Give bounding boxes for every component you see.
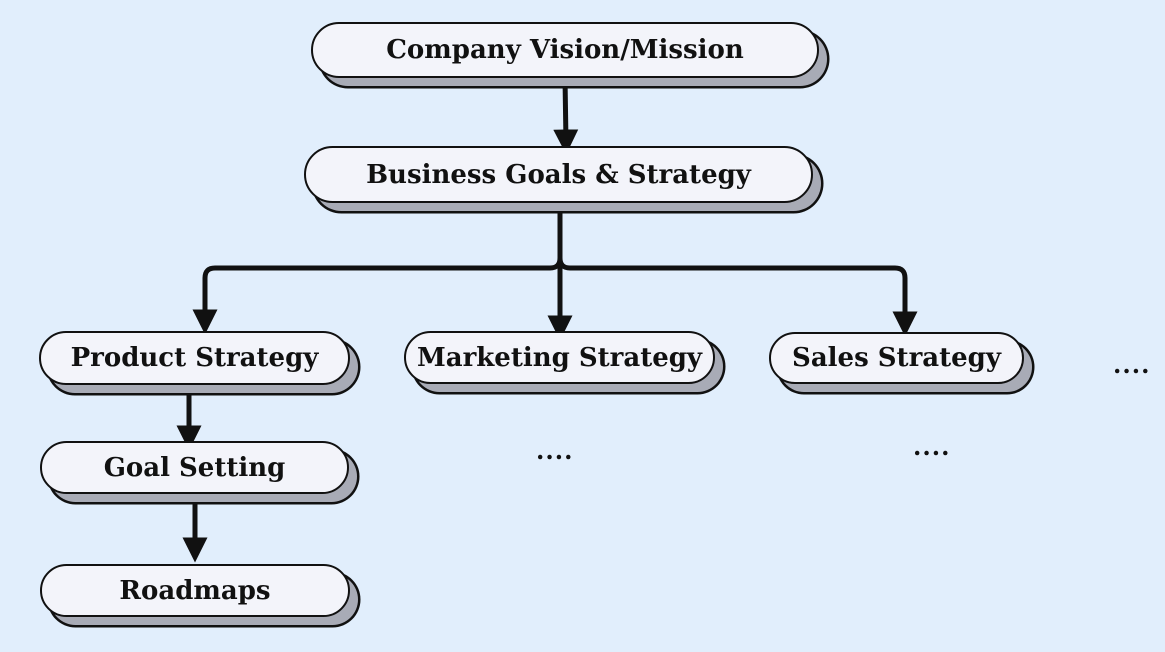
node-company-vision: Company Vision/Mission	[311, 22, 819, 78]
node-goal-setting: Goal Setting	[40, 441, 349, 494]
arrow-vision-to-business	[553, 77, 579, 155]
ellipsis-under-sales: ....	[913, 432, 951, 461]
node-roadmaps: Roadmaps	[40, 564, 350, 617]
connector-business-branch	[192, 203, 563, 335]
ellipsis-right: ....	[1113, 350, 1151, 379]
node-product-strategy: Product Strategy	[39, 331, 350, 385]
node-sales-strategy: Sales Strategy	[769, 332, 1024, 384]
node-business-goals: Business Goals & Strategy	[304, 146, 813, 203]
node-marketing-strategy: Marketing Strategy	[404, 331, 715, 384]
ellipsis-under-marketing: ....	[536, 436, 574, 465]
arrow-business-to-sales	[557, 257, 918, 337]
